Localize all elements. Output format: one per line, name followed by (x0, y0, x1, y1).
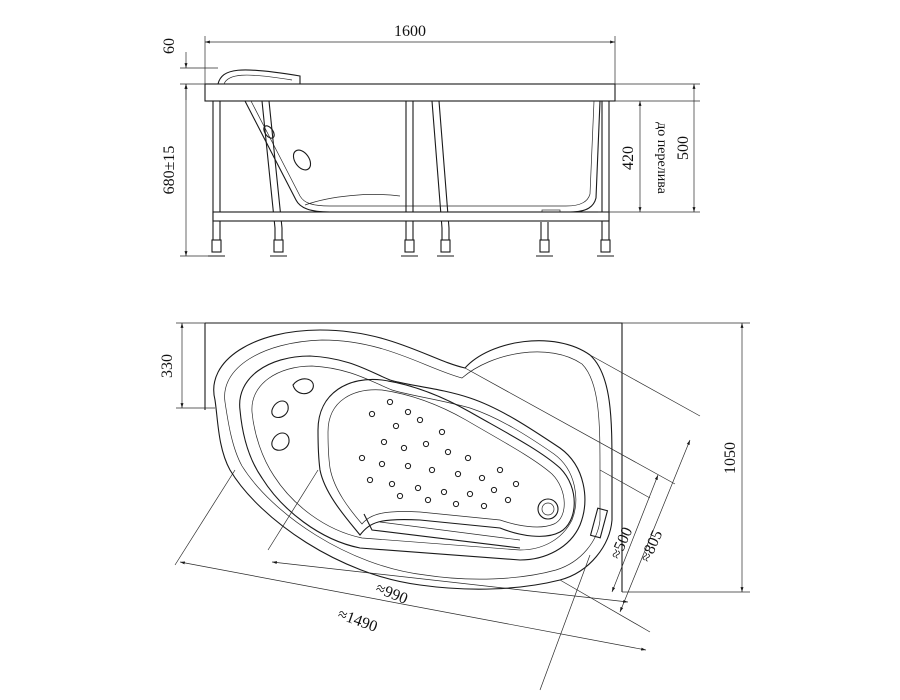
jet-nozzle (440, 488, 448, 496)
dim-overflow: 420 до перелива (598, 100, 700, 213)
dim-overflow-label: 420 (620, 146, 637, 170)
dim-diagonals: ≈500 ≈805 ≈990 ≈1490 (174, 354, 701, 691)
pillow-oval (292, 378, 314, 395)
jet-nozzle (428, 466, 436, 474)
jet-nozzle (422, 440, 430, 448)
side-view: 1600 60 680±15 420 до перелива 50 (161, 23, 700, 257)
jet-nozzle (480, 502, 488, 510)
jet-nozzle (512, 480, 520, 488)
jet-nozzle (416, 416, 424, 424)
jet-nozzle (478, 474, 486, 482)
jet-nozzle (404, 462, 412, 470)
jet-nozzle (392, 422, 400, 430)
jet-nozzle (378, 460, 386, 468)
headrest (217, 69, 301, 85)
jet-nozzle (496, 466, 504, 474)
dim-height: 680±15 (161, 84, 208, 257)
jet-nozzle (400, 444, 408, 452)
tub-outline (213, 329, 613, 590)
drain (537, 498, 559, 520)
dim-width-label: 1600 (394, 23, 426, 40)
dim-diag-990-label: ≈990 (373, 580, 410, 608)
dim-diag-1490-label: ≈1490 (335, 606, 379, 636)
dim-diag-805-label: ≈805 (637, 528, 666, 565)
pillow-oval (271, 400, 289, 419)
jet-nozzle (368, 410, 376, 418)
top-view: 330 1050 ≈500 ≈805 ≈990 (159, 322, 750, 691)
jet-nozzle (504, 496, 512, 504)
pillow-oval (271, 432, 290, 451)
jet-nozzle (466, 490, 474, 498)
jet-nozzle (414, 484, 422, 492)
dim-diag-500-label: ≈500 (607, 525, 636, 562)
jet-oval (292, 149, 312, 171)
dim-total-width-label: 1050 (722, 442, 739, 474)
jet-nozzle (438, 428, 446, 436)
overflow-fitting (589, 507, 609, 539)
bath-well (317, 378, 575, 537)
jet-nozzle (424, 496, 432, 504)
jet-nozzle (380, 438, 388, 446)
dim-corner: 330 (159, 322, 215, 409)
dim-rim-label: 60 (161, 38, 178, 54)
jet-nozzle (452, 500, 460, 508)
jet-nozzle (464, 454, 472, 462)
dim-corner-label: 330 (159, 354, 176, 378)
jet-nozzle (388, 480, 396, 488)
jet-nozzle (386, 398, 394, 406)
jet-nozzle (454, 470, 462, 478)
tub-body (244, 100, 601, 213)
jets (358, 398, 520, 510)
jet-nozzle (490, 486, 498, 494)
dim-height-label: 680±15 (161, 146, 178, 195)
frame-legs (208, 100, 614, 257)
dim-overflow-note: до перелива (654, 122, 669, 194)
dim-width: 1600 (204, 23, 616, 84)
jet-nozzle (404, 408, 412, 416)
dim-depth: 500 (615, 83, 700, 212)
tub-rim (204, 83, 616, 102)
jet-nozzle (358, 454, 366, 462)
jet-nozzle (366, 476, 374, 484)
jet-nozzle (444, 448, 452, 456)
dim-depth-label: 500 (675, 136, 692, 160)
jet-nozzle (396, 492, 404, 500)
